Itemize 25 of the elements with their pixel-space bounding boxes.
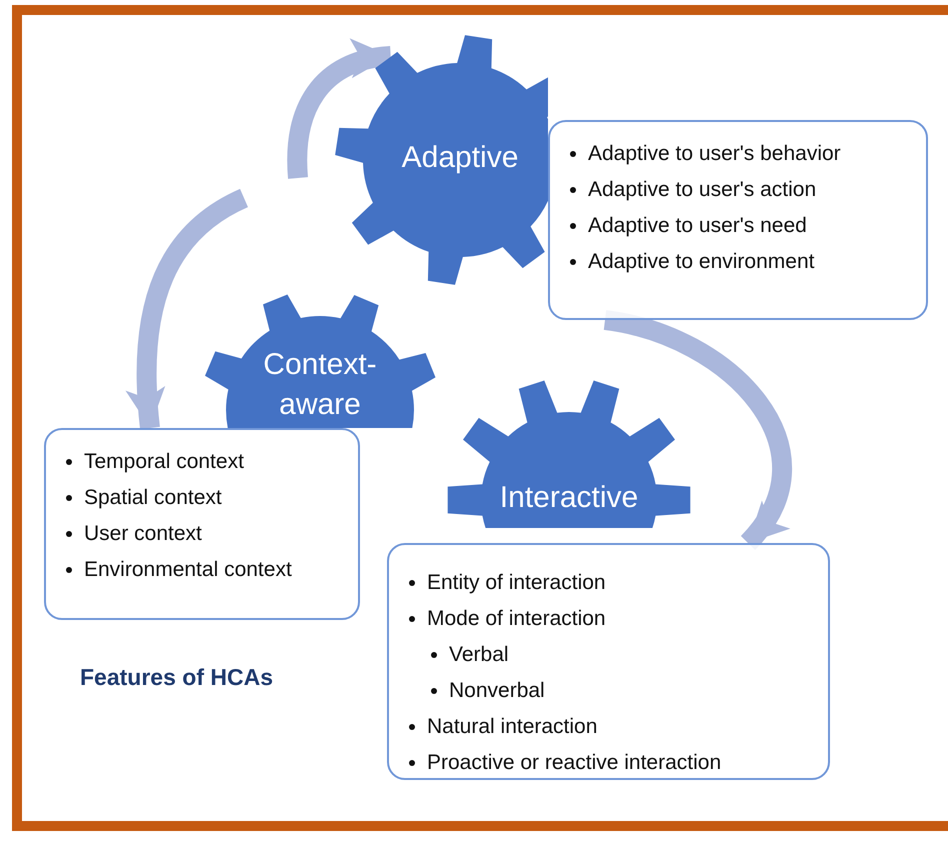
bullet-item: Adaptive to user's action: [588, 177, 816, 203]
gear-shape: [335, 35, 548, 285]
gear-shape: [447, 378, 691, 528]
bullet-list-box: [548, 120, 928, 320]
bullet-list-box: [387, 543, 830, 780]
gear-label: Adaptive: [400, 140, 520, 176]
bullet-item: Nonverbal: [449, 678, 545, 704]
bullet-item: Natural interaction: [427, 714, 598, 740]
gear-label: Context- aware: [262, 347, 378, 423]
bullet-item: Mode of interaction: [427, 606, 606, 632]
curved-arrow: [126, 189, 248, 429]
bullet-item: Adaptive to user's behavior: [588, 141, 841, 167]
curved-arrow: [287, 40, 392, 178]
bullet-item: Environmental context: [84, 557, 292, 583]
bullet-item: Verbal: [449, 642, 509, 668]
caption: Features of HCAs: [80, 664, 273, 691]
bullet-list-box: [44, 428, 360, 620]
bullet-item: Adaptive to user's need: [588, 213, 807, 239]
bullet-item: Entity of interaction: [427, 570, 606, 596]
bullet-item: User context: [84, 521, 202, 547]
bullet-item: Proactive or reactive interaction: [427, 750, 722, 776]
bullet-item: Adaptive to environment: [588, 249, 814, 275]
bullet-item: Temporal context: [84, 449, 244, 475]
bullet-item: Spatial context: [84, 485, 222, 511]
gear-label: Interactive: [498, 480, 640, 516]
